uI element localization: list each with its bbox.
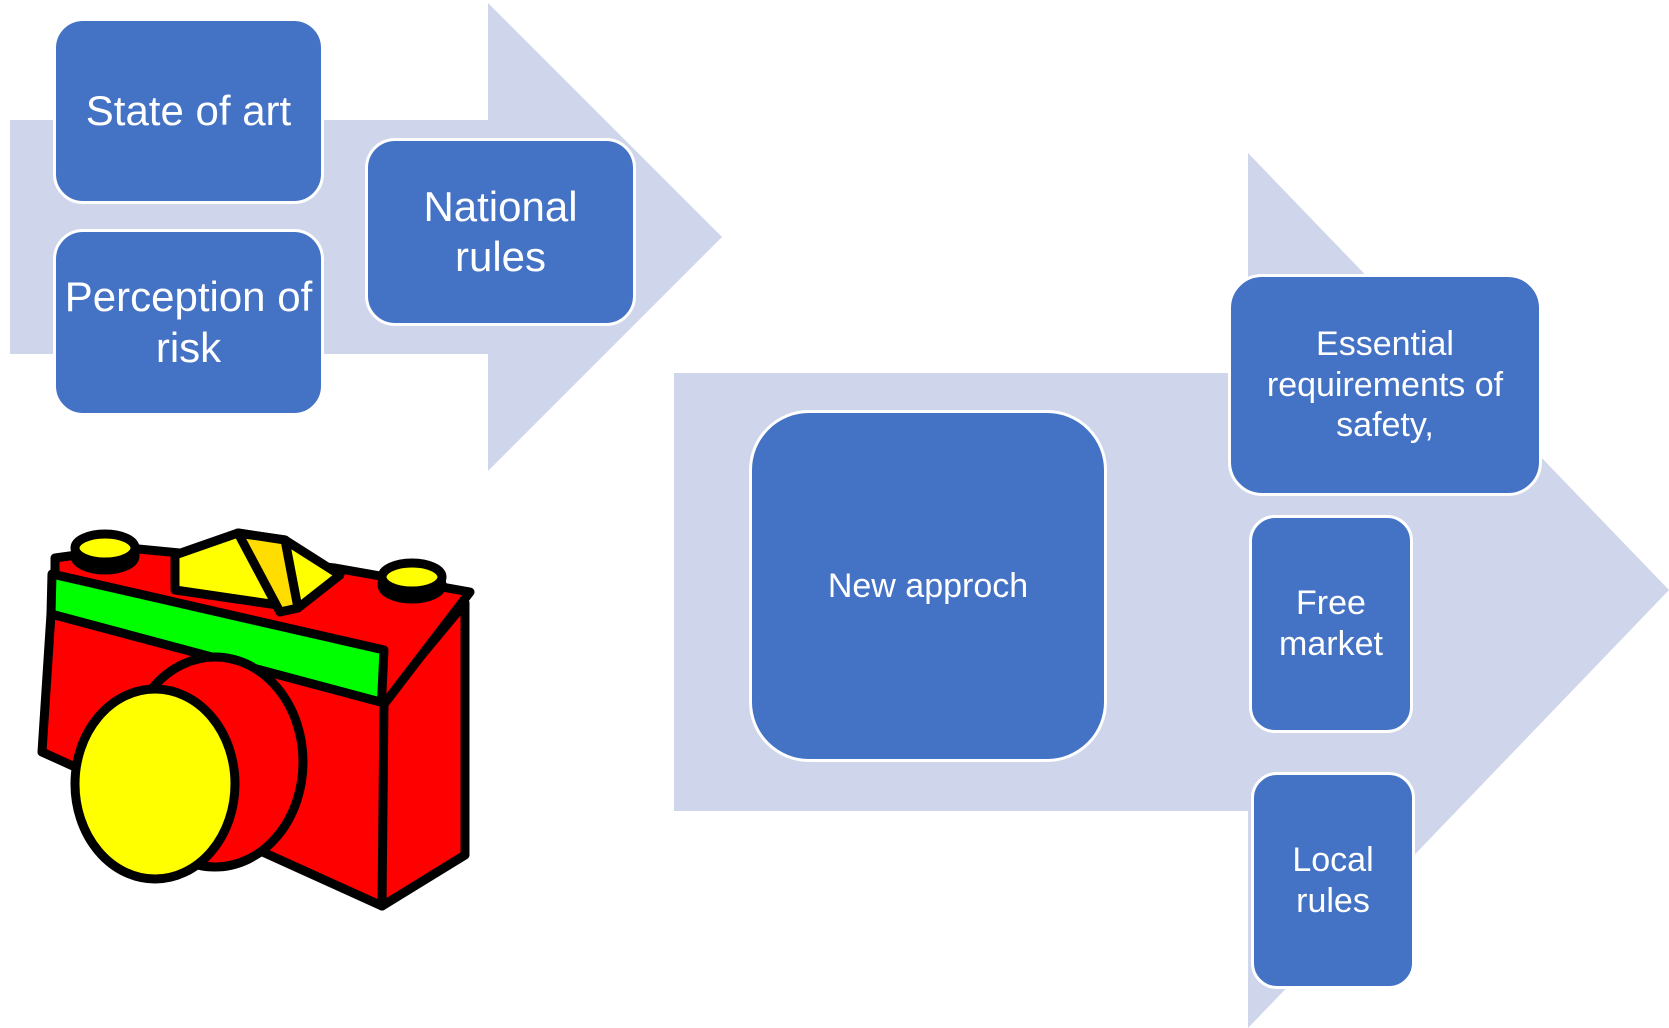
perception-of-risk-label: Perception of risk [64,273,313,371]
national-rules-label: National rules [423,182,578,280]
local-rules-label: Local rules [1292,840,1374,920]
state-of-art-box: State of art [53,18,324,204]
new-approach-box: New approch [749,410,1107,762]
state-of-art-label: State of art [85,86,292,134]
perception-of-risk-box: Perception of risk [53,229,324,416]
national-rules-box: National rules [365,138,636,326]
new-approach-label: New approch [827,566,1029,605]
free-market-label: Free market [1279,584,1383,663]
local-rules-box: Local rules [1251,772,1415,989]
essential-requirements-box: Essential requirements of safety, [1228,274,1542,496]
camera-icon [37,528,475,911]
free-market-box: Free market [1249,515,1413,733]
essential-requirements-label: Essential requirements of safety, [1266,324,1504,445]
